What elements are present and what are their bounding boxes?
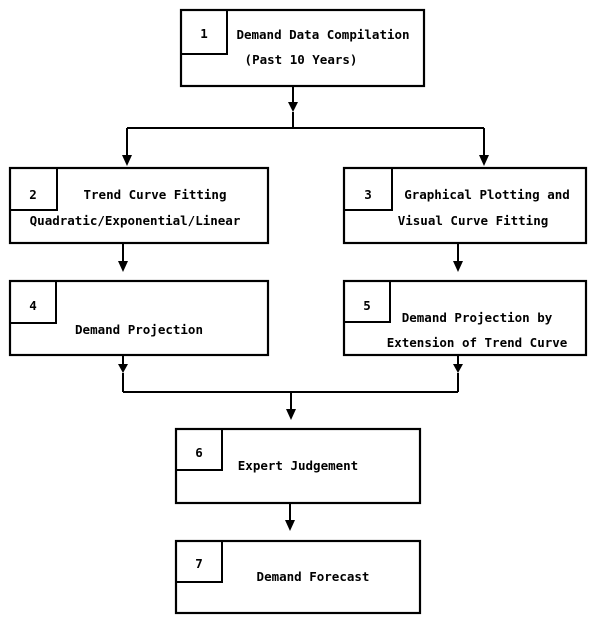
box-5-line-2: Extension of Trend Curve (387, 335, 568, 350)
box-1-line-1: Demand Data Compilation (236, 27, 409, 42)
box-1-line-2: (Past 10 Years) (245, 52, 358, 67)
box-6-expert-judgement: 6 Expert Judgement (174, 427, 422, 505)
connector-split-to-box-3 (479, 128, 489, 166)
box-3-line-1: Graphical Plotting and (404, 187, 570, 202)
box-3-graphical-plotting: 3 Graphical Plotting and Visual Curve Fi… (342, 166, 588, 245)
box-4-number-tab (9, 280, 57, 324)
box-7-number: 7 (195, 556, 203, 571)
box-5-number: 5 (363, 298, 371, 313)
box-6-number: 6 (195, 445, 203, 460)
connector-box-2-to-box-4 (118, 243, 128, 272)
box-3-line-2: Visual Curve Fitting (398, 213, 549, 228)
box-1-number: 1 (200, 26, 208, 41)
box-2-number: 2 (29, 187, 37, 202)
box-1-number-tab (180, 9, 228, 55)
box-2-trend-curve-fitting: 2 Trend Curve Fitting Quadratic/Exponent… (8, 166, 270, 245)
box-7-number-tab (175, 540, 223, 583)
box-7-line-1: Demand Forecast (257, 569, 370, 584)
box-6-line-1: Expert Judgement (238, 458, 358, 473)
box-4-line-1: Demand Projection (75, 322, 203, 337)
connector-box-6-to-box-7 (285, 503, 295, 531)
box-5-number-tab (343, 280, 391, 323)
connector-1-to-split (127, 86, 484, 129)
box-2-number-tab (9, 167, 58, 211)
box-3-number-tab (343, 167, 393, 211)
connector-split-to-box-2 (122, 128, 132, 166)
box-5-demand-projection-by-extension: 5 Demand Projection by Extension of Tren… (342, 279, 588, 357)
box-7-demand-forecast: 7 Demand Forecast (174, 539, 422, 615)
box-2-line-1: Trend Curve Fitting (84, 187, 227, 202)
box-4-demand-projection: 4 Demand Projection (8, 279, 270, 357)
box-2-line-2: Quadratic/Exponential/Linear (30, 213, 241, 228)
connector-box-3-to-box-5 (453, 243, 463, 272)
box-3-number: 3 (364, 187, 372, 202)
box-5-line-1: Demand Projection by (402, 310, 553, 325)
box-1-demand-data-compilation: 1 Demand Data Compilation (Past 10 Years… (179, 8, 426, 88)
box-6-number-tab (175, 428, 223, 471)
box-4-number: 4 (29, 298, 37, 313)
connector-merge-to-box-6 (118, 355, 463, 420)
